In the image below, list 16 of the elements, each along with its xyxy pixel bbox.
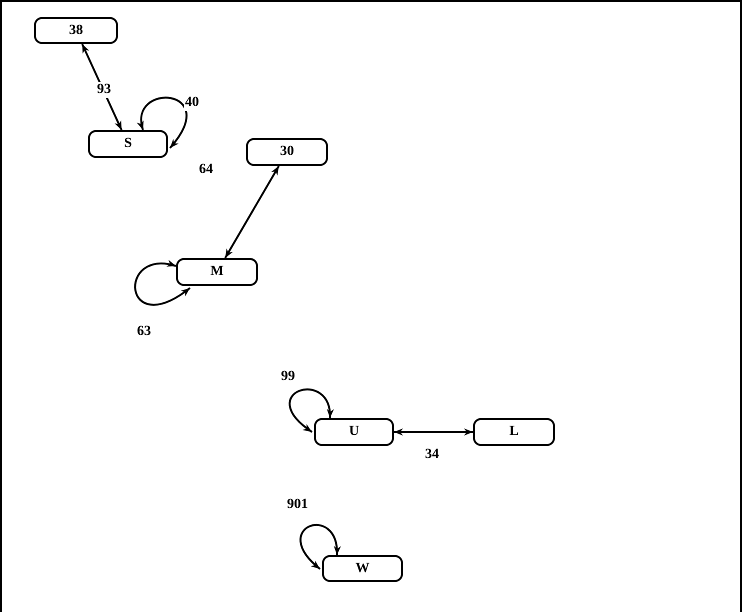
state-box: 38 bbox=[34, 17, 118, 44]
state-box: M bbox=[176, 258, 258, 286]
state-box: S bbox=[88, 130, 168, 158]
double-arrow bbox=[81, 44, 122, 130]
edge-label: 93 bbox=[96, 82, 112, 98]
state-box: U bbox=[314, 418, 394, 446]
double-arrow bbox=[224, 166, 280, 258]
double-arrow bbox=[394, 428, 473, 436]
state-box: 30 bbox=[246, 138, 328, 166]
self-loop-arrow bbox=[134, 260, 191, 306]
self-loop-arrow bbox=[138, 96, 188, 149]
state-box: W bbox=[322, 555, 403, 582]
self-loop-arrow bbox=[288, 388, 333, 433]
self-loop-arrow bbox=[300, 524, 340, 570]
state-box: L bbox=[473, 418, 555, 446]
edge-label: 40 bbox=[184, 95, 200, 111]
